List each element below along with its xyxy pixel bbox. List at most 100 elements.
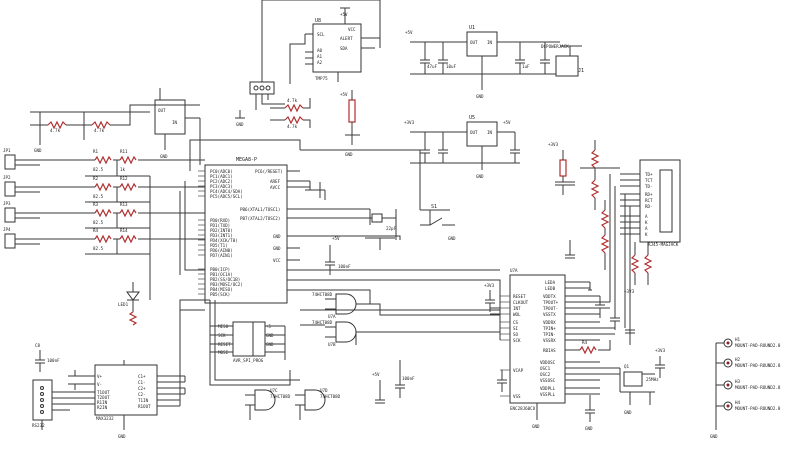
enc-tpoutm: TPOUT- [543, 306, 558, 311]
u8-vcc: VCC [348, 27, 356, 32]
mega-pin-avcc: AVCC [270, 185, 281, 190]
enc-sck: SCK [513, 338, 521, 343]
enc-wol: WOL [513, 312, 521, 317]
enc-crystal: Q1 25MHz GND [619, 364, 659, 415]
pullup-r2: 4.7k [94, 128, 105, 133]
enc-vss: VSS [513, 394, 521, 399]
bypass-5v: +5V [332, 236, 340, 241]
max-vplus: V+ [97, 374, 103, 379]
pullup-r1: 4.7k [50, 128, 61, 133]
mega-pin-pc2: PC2(ADC2) [210, 179, 233, 184]
mcu-crystal: 22pF [365, 209, 397, 250]
isp-label: AVR_SPI_PROG [233, 358, 264, 363]
input-connectors: JP1 JP2 JP3 JP4 [3, 148, 95, 249]
mega-pin-pd1: PD1(TXD) [210, 223, 230, 228]
enc-vsstx: VSSTX [543, 312, 556, 317]
reg1-c1: 47uF [427, 64, 438, 69]
enc-label-top: U7A [510, 268, 518, 273]
mega-pin-pb1: PB1(OC1A) [210, 272, 233, 277]
mount-gnd: GND [710, 434, 718, 439]
left-regulator: OUT IN GND [154, 88, 200, 159]
h2-part: MOUNT-PAD-ROUND2.8 [735, 363, 781, 368]
isp-header: AVR_SPI_PROG MISO SCK RESET MOSI +5 GND … [210, 321, 286, 363]
enc-tpinm: TPIN- [543, 332, 556, 337]
r1-value: 82.5 [93, 167, 104, 172]
reset-switch: S1 GND [420, 204, 456, 241]
pullup-gnd: GND [34, 148, 42, 153]
enc-rbias: RBIAS [543, 348, 556, 353]
rj-k1: K [645, 220, 648, 225]
h4-label: H4 [735, 400, 741, 405]
bead-gnd: GND [345, 152, 353, 157]
rs232-connector: RS232 [32, 379, 95, 430]
gate3-part: 74HCT08D [270, 394, 291, 399]
mega-pin-pd4: PD4(XCK/T0) [210, 238, 238, 243]
reg1-c3: 1uF [522, 64, 530, 69]
misc-cap: 100nF [402, 376, 415, 381]
h3-part: MOUNT-PAD-ROUND2.8 [735, 385, 781, 390]
max-gnd: GND [118, 434, 126, 439]
u8-pin-a0: A0 [317, 48, 323, 53]
xtal-gnd: GND [624, 410, 632, 415]
mega-pin-pb0: PB0(ICP) [210, 267, 230, 272]
h1-part: MOUNT-PAD-ROUND2.8 [735, 343, 781, 348]
reg2-in: IN [487, 130, 493, 135]
jp1-label: JP1 [3, 148, 11, 153]
r11-label: R11 [120, 149, 128, 154]
u8-pin-scl: SCL [317, 32, 325, 37]
mega-pin-pd5: PD5(T1) [210, 243, 228, 248]
enc-int: INT [513, 306, 521, 311]
enc-vcap: VCAP [513, 368, 524, 373]
rj-a2: A [645, 226, 648, 231]
r13-label: R13 [120, 202, 128, 207]
rj45-part: RJ45-MAGJACK [648, 242, 679, 247]
u8-label: U8 [315, 18, 321, 24]
enc-vsspll: VSSPLL [540, 392, 556, 397]
r3-value: 82.5 [93, 220, 104, 225]
reg1-label: U1 [469, 25, 475, 31]
max-t2out: T2OUT [97, 395, 110, 400]
mega-pin-aref: AREF [270, 179, 281, 184]
rj-rct: RCT [645, 198, 653, 203]
enc-ledb: LEDB [545, 286, 556, 291]
rj45-bias-network: +3V3 +3V3 [548, 140, 653, 294]
reg2-out: OUT [470, 130, 478, 135]
mega-pin-pc3: PC3(ADC3) [210, 184, 233, 189]
max-t1out: T1OUT [97, 390, 110, 395]
misc-5v: +5V [372, 372, 380, 377]
u8-part: TMP75 [315, 76, 328, 81]
led-label: LED1 [118, 302, 129, 307]
gate1-part: 74HCT08D [312, 292, 333, 297]
max-vminus: V- [97, 382, 102, 387]
i2c-header: 4.7k 4.7k GND [235, 81, 311, 129]
and-gate-2: 74HCT08D U7B [300, 320, 500, 347]
mega-pin-pc0: PC0(ADC0) [210, 169, 233, 174]
mcu-bypass: +5V 100nF [325, 236, 351, 275]
max-caps: C8 100nF [35, 343, 60, 372]
u8-pin-a1: A1 [317, 54, 323, 59]
enc-leda: LEDA [545, 280, 556, 285]
enc-so: SO [513, 332, 519, 337]
max-r1out: R1OUT [138, 404, 151, 409]
enc-vddtx: VDDTX [543, 294, 556, 299]
mega-pin-reset: PC6(/RESET) [255, 169, 283, 174]
reg2-gnd: GND [476, 174, 484, 179]
led-33v: +3V3 [624, 289, 635, 294]
atmega8-mcu: MEGA8-P PC0(ADC0) PC1(ADC1) PC2(ADC2) PC… [198, 157, 370, 304]
mega-pin-pc1: PC1(ADC1) [210, 174, 233, 179]
mega-pin-pd2: PD2(INT0) [210, 228, 233, 233]
gate3-label: U7C [270, 388, 278, 393]
and-gate-1: 74HCT08D U7A [300, 292, 500, 319]
enc-osc1: OSC1 [540, 366, 551, 371]
r12-label: R12 [120, 176, 128, 181]
reg1-gnd: GND [476, 94, 484, 99]
enc-xtal-label: Q1 [624, 364, 630, 369]
mega-label: MEGA8-P [236, 157, 257, 163]
bead-5v: +5V [340, 92, 348, 97]
bypass-value: 100nF [338, 264, 351, 269]
rj-k2: K [645, 232, 648, 237]
reg1-c2: 10uF [446, 64, 457, 69]
tmp75-sensor: U8 TMP75 SCL ALERT SDA A0 A1 A2 VCC +5V [261, 0, 381, 84]
rj-tdp: TD+ [645, 172, 653, 177]
u8-pin-a2: A2 [317, 60, 323, 65]
